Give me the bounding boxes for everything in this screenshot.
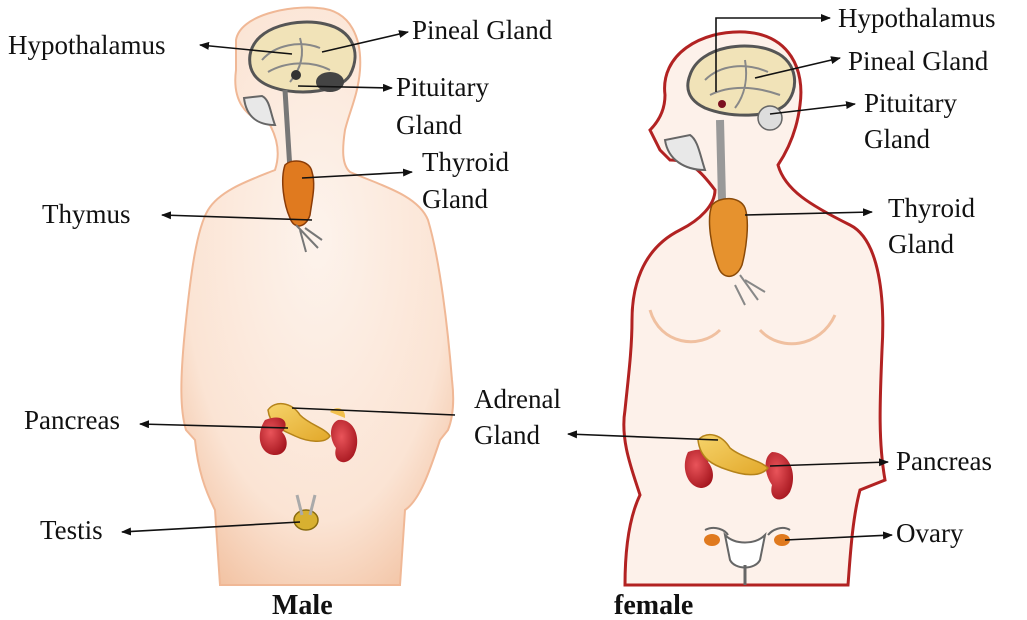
label-female-pineal-gland: Pineal Gland [848,46,988,77]
label-male-pancreas: Pancreas [24,405,120,436]
caption-male: Male [272,590,333,620]
label-male-pineal-gland: Pineal Gland [412,15,552,46]
female-ovary-left [704,534,720,546]
caption-female: female [614,590,693,620]
male-testis [294,510,318,530]
label-female-thyroid-line2: Gland [888,229,954,260]
label-female-thyroid-line1: Thyroid [888,193,975,224]
label-adrenal-line2: Gland [474,420,540,451]
label-male-pituitary-line2: Gland [396,110,462,141]
female-figure [624,32,885,585]
female-brain [688,46,795,115]
label-male-thymus: Thymus [42,199,131,230]
label-female-pituitary-line2: Gland [864,124,930,155]
male-kidney-left [260,417,287,455]
label-male-thyroid-line1: Thyroid [422,147,509,178]
label-female-pancreas: Pancreas [896,446,992,477]
label-adrenal-line1: Adrenal [474,384,561,415]
label-female-pituitary-line1: Pituitary [864,88,957,119]
label-female-hypothalamus: Hypothalamus [838,3,995,34]
label-male-testis: Testis [40,515,103,546]
label-male-thyroid-line2: Gland [422,184,488,215]
label-male-hypothalamus: Hypothalamus [8,30,165,61]
label-female-ovary: Ovary [896,518,963,549]
label-male-pituitary-line1: Pituitary [396,72,489,103]
